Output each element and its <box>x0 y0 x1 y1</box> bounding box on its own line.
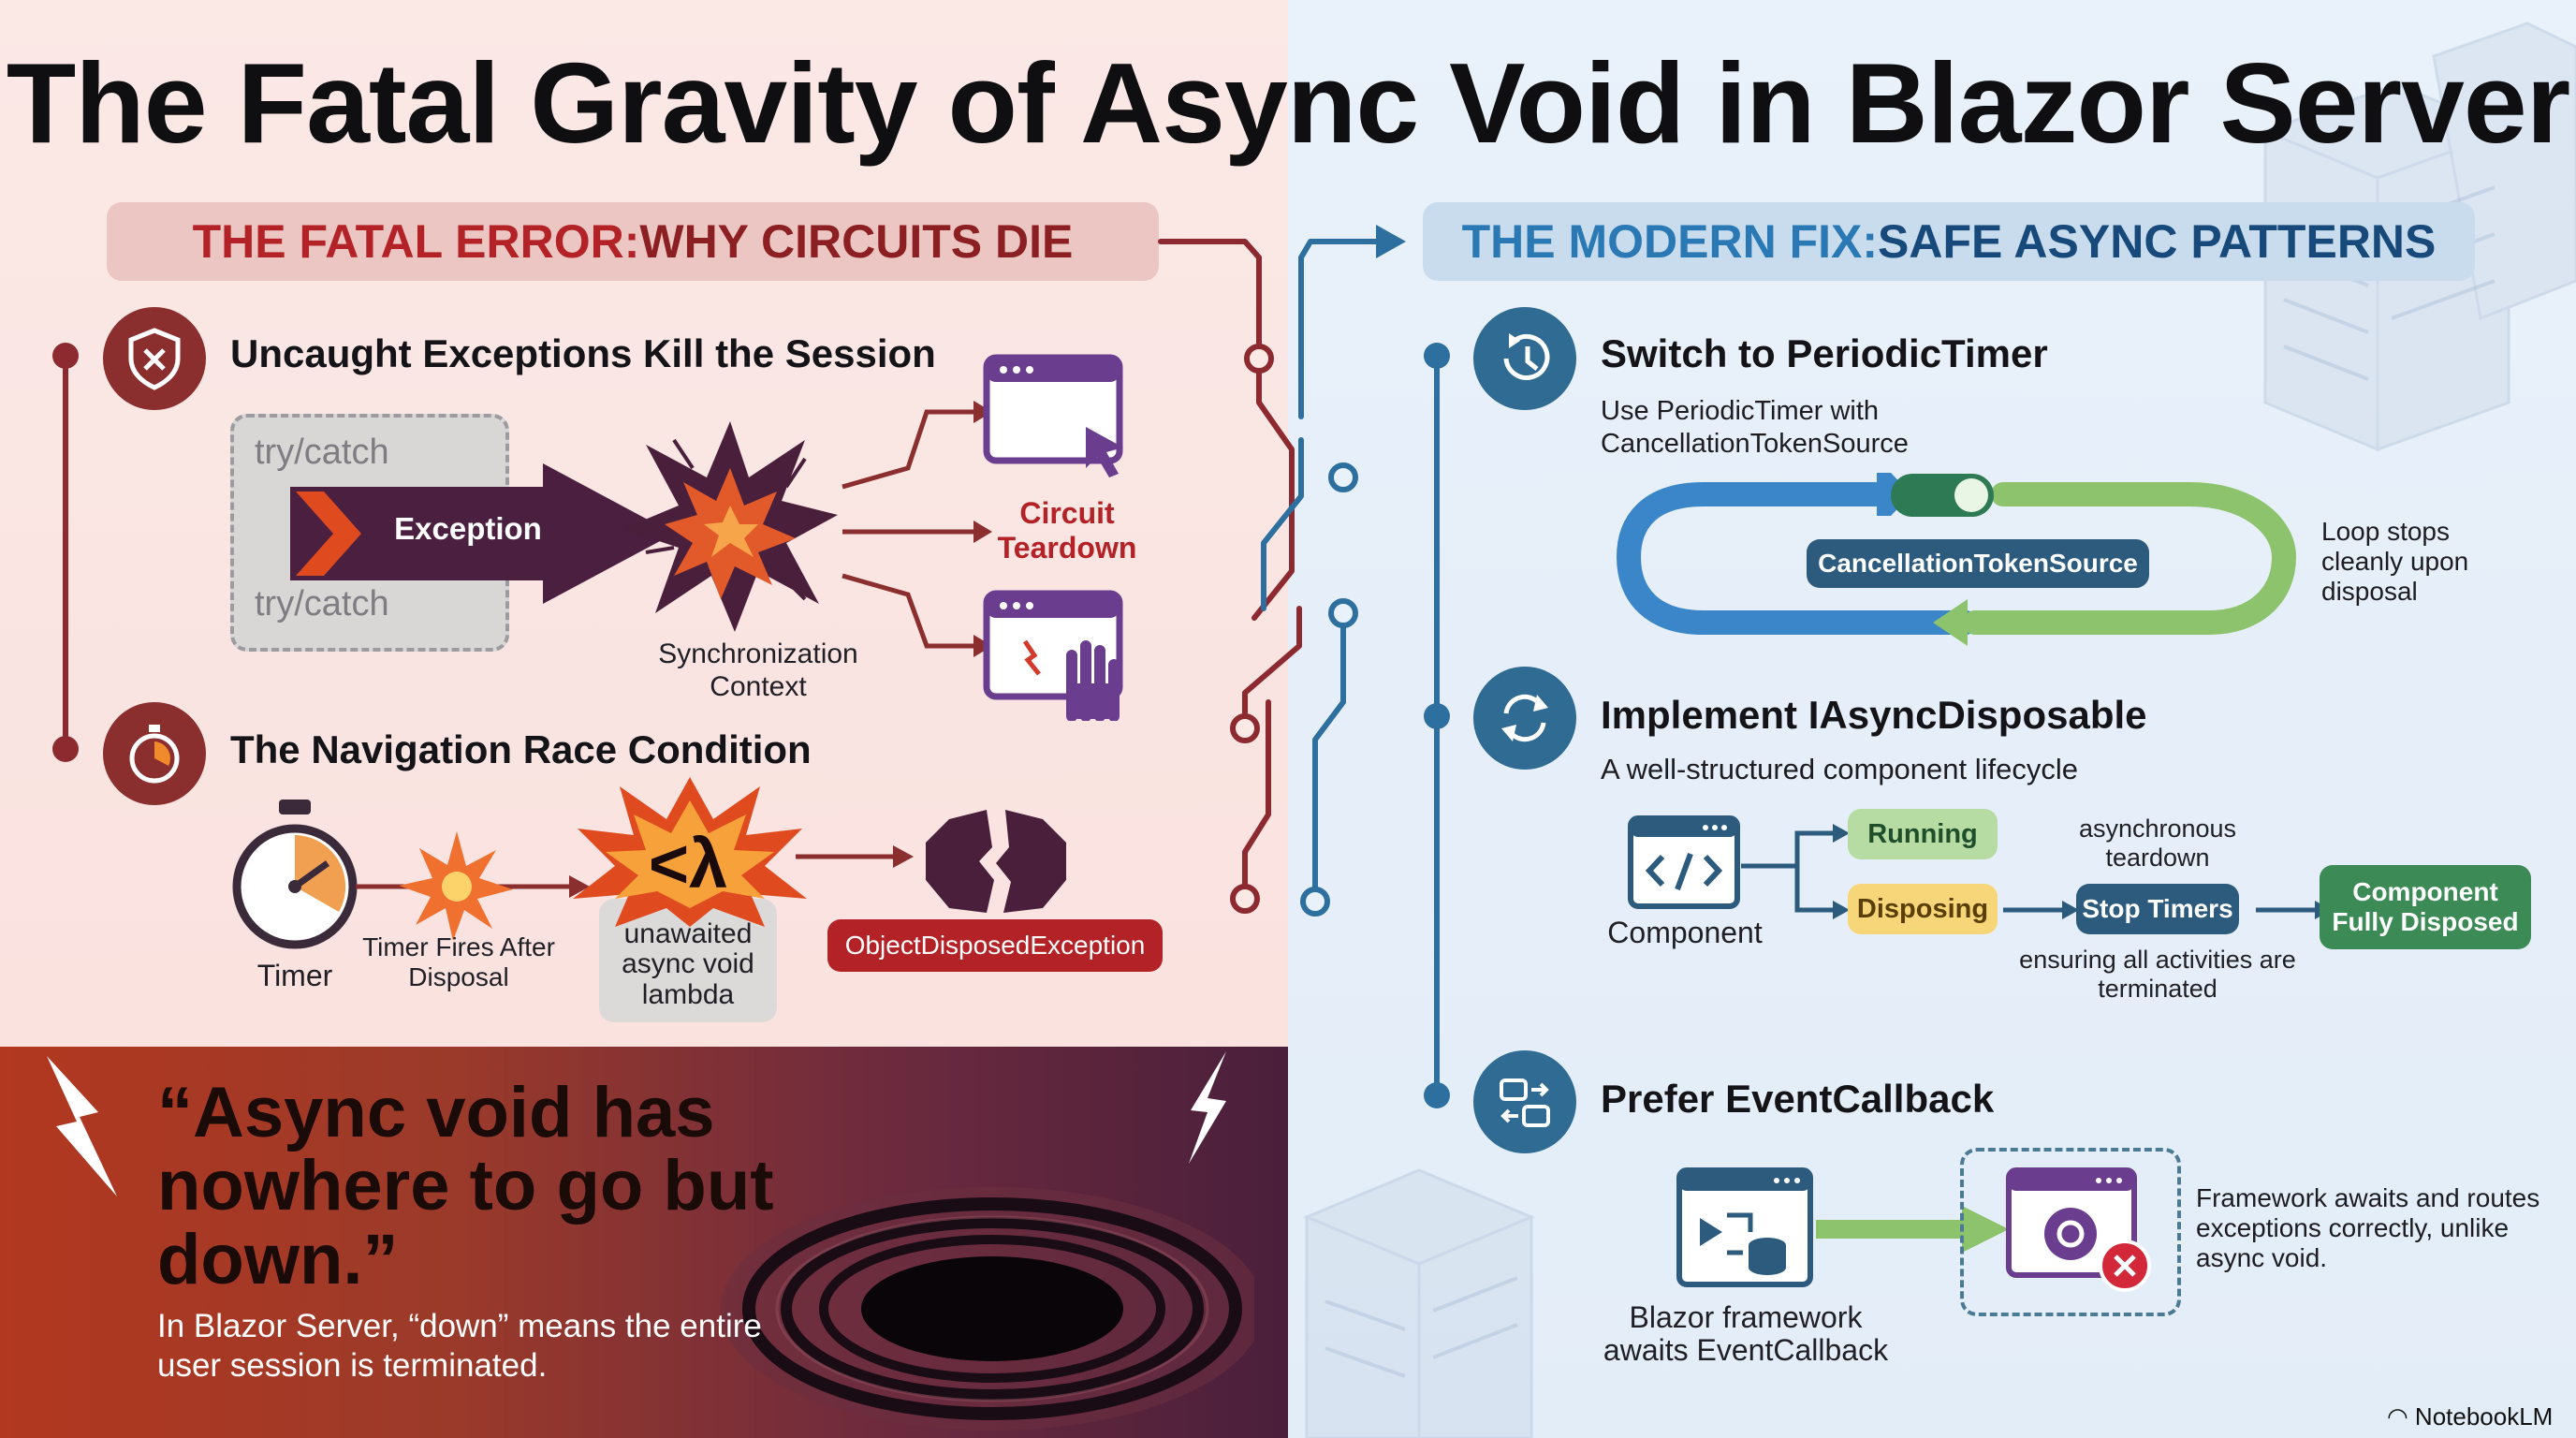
eventcallback-title: Prefer EventCallback <box>1601 1077 1995 1121</box>
stopwatch-icon <box>103 702 206 805</box>
object-disposed-exception-badge: ObjectDisposedException <box>827 919 1163 972</box>
lifecycle-flow-arrows <box>1741 824 2332 919</box>
synchronization-context-label: Synchronization Context <box>658 638 858 702</box>
exception-arrow <box>290 463 674 604</box>
try-catch-bottom-label: try/catch <box>255 584 389 624</box>
unawaited-lambda-label: unawaited async void lambda <box>622 918 754 1010</box>
broken-object-icon <box>926 810 1066 913</box>
navigation-race-title: The Navigation Race Condition <box>230 727 812 771</box>
refresh-cycle-icon <box>1473 667 1576 770</box>
browser-window-stop-hand-icon <box>983 590 1123 721</box>
black-hole-icon <box>721 1187 1254 1431</box>
blazor-awaits-label: Blazor framework awaits EventCallback <box>1603 1300 1889 1368</box>
timer-clock-icon <box>1473 307 1576 410</box>
timer-fires-spark-arrow <box>356 831 590 941</box>
fatal-error-heading-prefix: THE FATAL ERROR: <box>192 215 640 268</box>
circuit-teardown-label: Circuit Teardown <box>997 496 1137 565</box>
modern-fix-heading-prefix: THE MODERN FIX: <box>1461 215 1879 268</box>
quote-text: “Async void has nowhere to go but down.” <box>157 1073 774 1299</box>
timer-stopwatch-icon <box>232 800 358 949</box>
notebooklm-brand-text: NotebookLM <box>2414 1402 2554 1431</box>
timer-label: Timer <box>256 959 333 992</box>
shield-x-icon <box>103 307 206 410</box>
periodic-timer-subtitle: Use PeriodicTimer with CancellationToken… <box>1601 396 1909 459</box>
quote-panel <box>0 1047 1288 1438</box>
async-void-window-icon <box>2006 1167 2151 1292</box>
periodic-timer-title: Switch to PeriodicTimer <box>1601 331 2048 375</box>
exception-label: Exception <box>394 511 542 546</box>
uncaught-exceptions-title: Uncaught Exceptions Kill the Session <box>230 331 936 375</box>
fatal-error-heading: THE FATAL ERROR: WHY CIRCUITS DIE <box>107 202 1159 281</box>
async-teardown-label: asynchronous teardown <box>2078 814 2237 873</box>
cancellation-loop-diagram <box>1616 473 2297 646</box>
cancellation-token-source-badge: CancellationTokenSource <box>1807 539 2149 588</box>
lambda-explosion-icon <box>573 777 807 927</box>
lambda-symbol: <λ <box>648 825 728 902</box>
page-title: The Fatal Gravity of Async Void in Blazo… <box>6 39 2570 167</box>
circuit-connector-lines <box>1158 225 1406 917</box>
event-swap-icon <box>1473 1050 1576 1153</box>
running-state-badge: Running <box>1848 809 1998 859</box>
fatal-error-heading-text: WHY CIRCUITS DIE <box>639 215 1074 268</box>
iasyncdisposable-subtitle: A well-structured component lifecycle <box>1601 753 2079 785</box>
notebooklm-brand: ◠ NotebookLM <box>2387 1402 2553 1431</box>
server-rack-illustration-bottom <box>1303 1168 1535 1438</box>
lambda-to-exception-arrow <box>796 845 914 868</box>
notebooklm-logo-icon: ◠ <box>2387 1402 2408 1431</box>
teardown-branch-arrows <box>842 401 992 657</box>
browser-window-cursor-icon <box>983 354 1123 477</box>
async-void-rejected-box <box>1960 1148 2181 1316</box>
blazor-framework-window-icon <box>1676 1167 1813 1287</box>
iasyncdisposable-title: Implement IAsyncDisposable <box>1601 693 2147 737</box>
loop-stops-label: Loop stops cleanly upon disposal <box>2321 517 2469 607</box>
right-timeline <box>1424 343 1450 1108</box>
component-code-icon <box>1628 815 1740 909</box>
try-catch-top-label: try/catch <box>255 433 389 472</box>
stop-timers-badge: Stop Timers <box>2076 884 2239 934</box>
left-timeline <box>52 343 79 762</box>
modern-fix-heading-text: SAFE ASYNC PATTERNS <box>1878 215 2437 268</box>
lightning-bolt-right-icon <box>1189 1051 1226 1164</box>
modern-fix-heading: THE MODERN FIX: SAFE ASYNC PATTERNS <box>1423 202 2475 281</box>
ensuring-terminated-label: ensuring all activities are terminated <box>2019 946 2296 1004</box>
component-fully-disposed-badge: Component Fully Disposed <box>2320 865 2531 949</box>
component-label: Component <box>1607 916 1763 949</box>
framework-awaits-note: Framework awaits and routes exceptions c… <box>2196 1183 2540 1273</box>
disposing-state-badge: Disposing <box>1848 884 1998 934</box>
quote-subtext: In Blazor Server, “down” means the entir… <box>157 1308 762 1384</box>
timer-fires-label: Timer Fires After Disposal <box>362 932 555 992</box>
eventcallback-green-arrow <box>1816 1206 2009 1253</box>
lightning-bolt-left-icon <box>47 1056 117 1196</box>
explosion-shatter-icon <box>622 421 838 632</box>
